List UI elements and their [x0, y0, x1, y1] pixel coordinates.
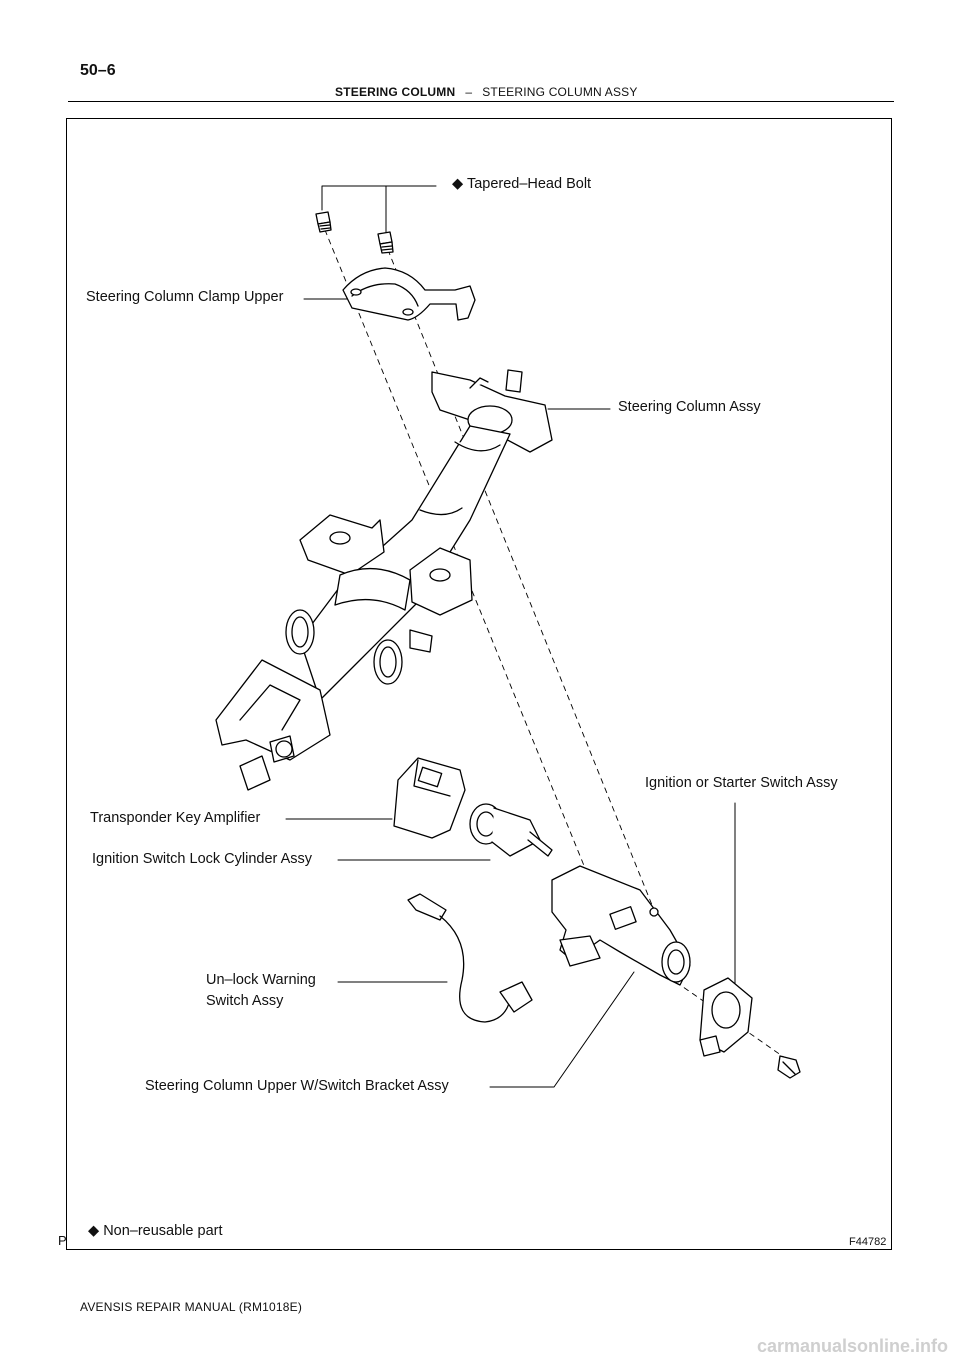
- leader-lines: [285, 185, 736, 1088]
- subsection-title: STEERING COLUMN ASSY: [482, 85, 638, 99]
- ignition-starter-switch-part: [699, 977, 753, 1057]
- corner-left-mark: P: [58, 1233, 67, 1248]
- upper-bracket-label: Steering Column Upper W/Switch Bracket A…: [145, 1078, 449, 1094]
- non-reusable-diamond-icon: ◆: [452, 176, 464, 192]
- legend-non-reusable-text: Non–reusable part: [103, 1223, 223, 1239]
- tapered-head-bolt-label: ◆ Tapered–Head Bolt: [452, 174, 591, 195]
- legend-diamond-icon: ◆: [88, 1223, 100, 1239]
- unlock-warning-switch-part: [407, 893, 533, 1023]
- legend-non-reusable: ◆ Non–reusable part: [88, 1221, 223, 1242]
- clamp-upper-label: Steering Column Clamp Upper: [86, 289, 284, 305]
- header-separator: –: [465, 85, 473, 99]
- ignition-switch-lock-cylinder-part: [469, 803, 553, 857]
- unlock-warning-label-line1: Un–lock Warning: [206, 972, 316, 988]
- watermark: carmanualsonline.info: [756, 1336, 948, 1356]
- page-number: 50–6: [80, 62, 116, 79]
- running-header: STEERING COLUMN–STEERING COLUMN ASSY: [335, 85, 638, 99]
- unlock-warning-label-line2: Switch Assy: [206, 993, 284, 1009]
- figure-code: F44782: [849, 1236, 887, 1248]
- lock-cylinder-label: Ignition Switch Lock Cylinder Assy: [92, 851, 313, 867]
- figure-frame: [66, 118, 892, 1250]
- steering-column-clamp-upper-part: [342, 267, 476, 321]
- steering-column-upper-bracket-part: [551, 865, 691, 986]
- tapered-head-bolt-text: Tapered–Head Bolt: [466, 176, 592, 192]
- mounting-screw-icon: [777, 1055, 801, 1079]
- ignition-switch-label: Ignition or Starter Switch Assy: [645, 775, 838, 791]
- section-title: STEERING COLUMN: [335, 85, 456, 99]
- manual-footer: AVENSIS REPAIR MANUAL (RM1018E): [80, 1300, 303, 1314]
- column-assy-label: Steering Column Assy: [618, 399, 761, 415]
- tapered-head-bolt-right-icon: [377, 231, 394, 254]
- transponder-label: Transponder Key Amplifier: [90, 810, 261, 826]
- transponder-key-amplifier-part: [393, 757, 466, 839]
- tapered-head-bolt-left-icon: [315, 211, 332, 233]
- header-rule: [68, 101, 894, 102]
- steering-column-assy-part: [215, 369, 553, 791]
